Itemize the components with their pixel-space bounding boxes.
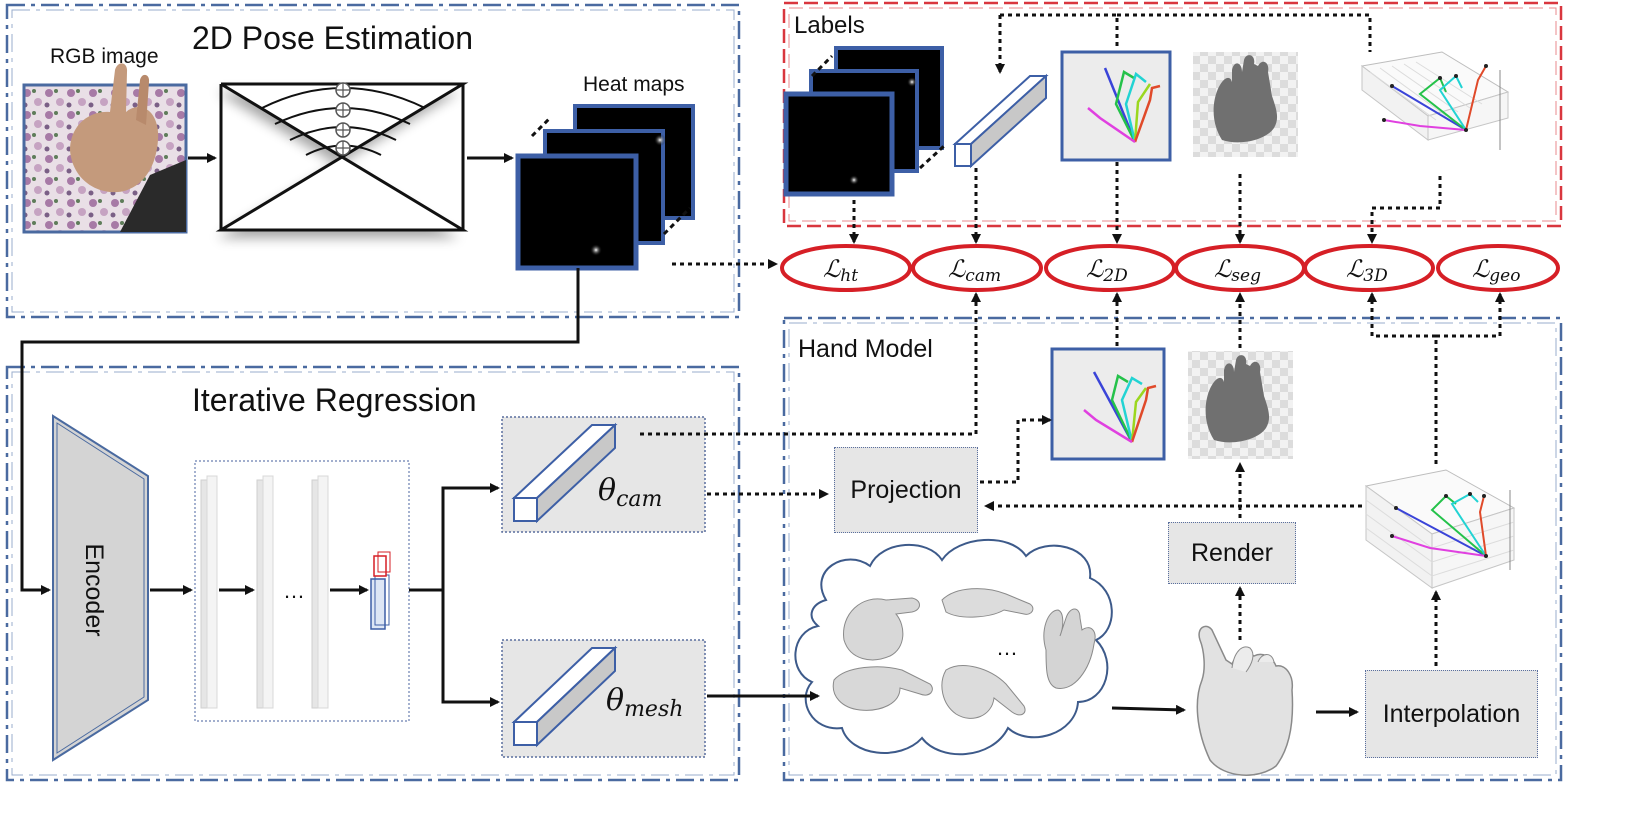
pose-panel: [5, 3, 741, 319]
projection-box: Projection: [834, 447, 978, 533]
pose-panel-title: 2D Pose Estimation: [192, 20, 474, 56]
theta-mesh-label: θmesh: [606, 683, 683, 722]
loss-cam: ℒcam: [948, 255, 1001, 286]
hourglass-network: [215, 82, 469, 238]
interpolation-box: Interpolation: [1365, 670, 1538, 758]
labels-panel-title: Labels: [794, 12, 865, 39]
loss-3d-ellipse: [1303, 244, 1435, 292]
solid-connectors: [20, 153, 1359, 717]
hand-pose-cloud: …: [794, 538, 1113, 756]
regression-panel-title: Iterative Regression: [192, 382, 477, 418]
loss-ht-ellipse: [780, 244, 912, 292]
predicted-silhouette: [1188, 351, 1293, 459]
theta-cam-box: [501, 416, 706, 533]
label-3d-plot: [1360, 51, 1510, 150]
render-box: Render: [1168, 522, 1296, 584]
heatmaps-caption: Heat maps: [583, 73, 685, 96]
loss-geo: ℒgeo: [1472, 255, 1520, 286]
regression-ellipsis: …: [283, 578, 305, 603]
heatmap-stack: [515, 104, 695, 271]
dotted-connectors: [640, 13, 1505, 666]
label-silhouette: [1193, 52, 1298, 157]
cloud-ellipsis: …: [996, 635, 1018, 660]
loss-row: ℒht ℒcam ℒ2D ℒseg ℒ3D ℒgeo: [780, 244, 1560, 292]
loss-geo-ellipse: [1436, 244, 1560, 292]
loss-ht: ℒht: [823, 255, 858, 286]
camera-label-cuboid: [952, 73, 1049, 169]
loss-2d: ℒ2D: [1086, 255, 1128, 286]
predicted-2d-skeleton: [1050, 347, 1166, 461]
hand-model-panel-title: Hand Model: [798, 335, 933, 363]
theta-mesh-box: [501, 639, 706, 758]
loss-seg: ℒseg: [1214, 255, 1261, 286]
encoder-label: Encoder: [80, 543, 108, 636]
encoder-block: [52, 414, 149, 762]
loss-cam-ellipse: [911, 244, 1043, 292]
hand-mesh: [1196, 625, 1294, 776]
regression-panel: [5, 365, 741, 782]
rgb-image-caption: RGB image: [50, 45, 159, 68]
loss-3d: ℒ3D: [1346, 255, 1388, 286]
hand-model-panel: [782, 316, 1563, 782]
rgb-image: [22, 63, 188, 234]
label-heatmap-stack: [783, 46, 946, 197]
predicted-3d-plot: [1364, 469, 1516, 589]
theta-cam-label: θcam: [598, 473, 662, 512]
label-2d-skeleton: [1060, 50, 1172, 162]
